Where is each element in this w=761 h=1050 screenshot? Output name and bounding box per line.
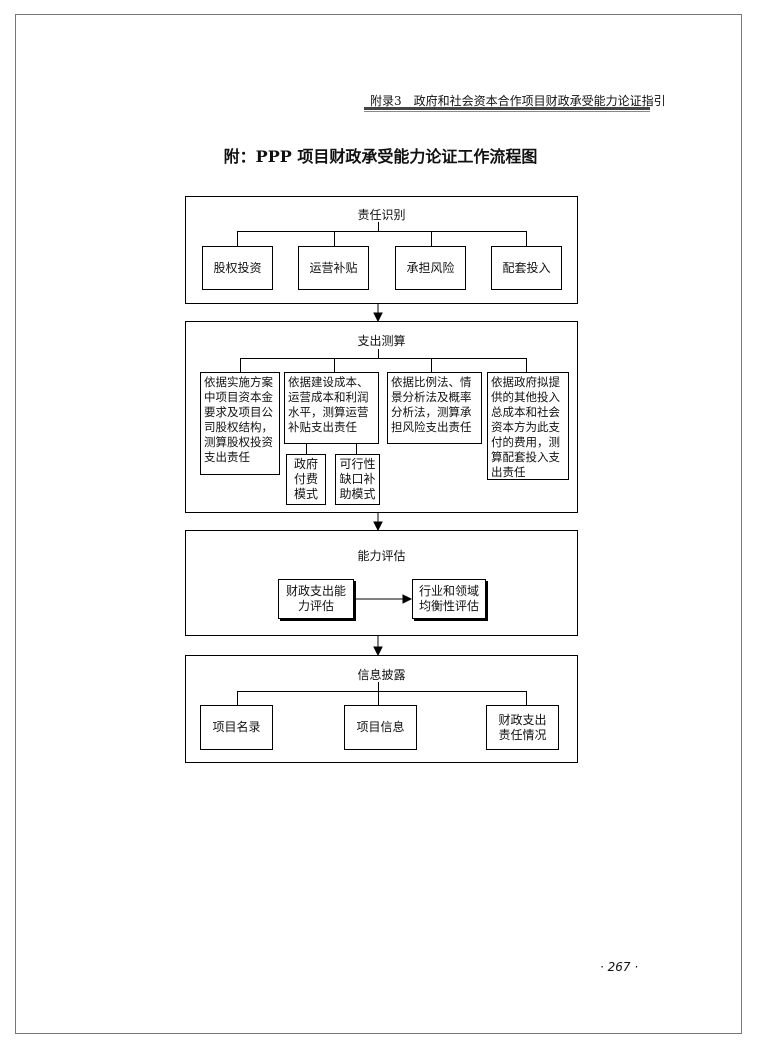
arrowhead: [373, 312, 383, 323]
measure-box-risk: 依据比例法、情景分析法及概率分析法，测算承担风险支出责任: [387, 372, 482, 444]
page-number: · 267 ·: [600, 960, 639, 974]
sub-box-government-pay: 政府付费模式: [286, 454, 326, 505]
eval-box-fiscal-capacity: 财政支出能力评估: [278, 579, 354, 619]
connector: [378, 349, 379, 358]
connector: [378, 222, 379, 231]
disclosure-box-project-info: 项目信息: [344, 705, 417, 750]
connector: [356, 444, 357, 454]
sub-box-viability-gap: 可行性缺口补助模式: [335, 454, 380, 505]
connector: [237, 691, 238, 705]
flow-box-equity: 股权投资: [202, 246, 273, 290]
connector: [237, 231, 238, 246]
section-title-measurement: 支出测算: [357, 334, 406, 348]
connector: [378, 682, 379, 691]
section-title-disclosure: 信息披露: [357, 668, 406, 682]
section-title-identification: 责任识别: [357, 208, 406, 222]
flow-box-supporting: 配套投入: [491, 246, 562, 290]
measure-box-supporting: 依据政府拟提供的其他投入总成本和社会资本方为此支付的费用，测算配套投入支出责任: [487, 372, 569, 480]
connector: [334, 231, 335, 246]
connector: [334, 358, 335, 372]
connector: [431, 358, 432, 372]
measure-box-equity: 依据实施方案中项目资本金要求及项目公司股权结构，测算股权投资支出责任: [200, 372, 280, 475]
flow-box-subsidy: 运营补贴: [298, 246, 369, 290]
connector: [526, 231, 527, 246]
section-title-evaluation: 能力评估: [357, 549, 406, 563]
header-rule: [364, 107, 650, 110]
connector: [306, 444, 307, 454]
document-title: 附：PPP 项目财政承受能力论证工作流程图: [223, 147, 538, 166]
running-header: 附录3 政府和社会资本合作项目财政承受能力论证指引: [370, 94, 666, 108]
measure-box-subsidy: 依据建设成本、运营成本和利润水平，测算运营补贴支出责任: [284, 372, 379, 444]
header-rule-thin: [364, 111, 650, 112]
page-frame: [15, 14, 742, 1034]
arrowhead: [373, 646, 383, 657]
connector: [431, 231, 432, 246]
connector: [526, 358, 527, 372]
flow-box-risk: 承担风险: [395, 246, 466, 290]
disclosure-box-fiscal-liability: 财政支出责任情况: [486, 705, 559, 750]
connector: [240, 358, 241, 372]
section-disclosure: 信息披露 项目名录 项目信息 财政支出责任情况: [185, 655, 578, 763]
section-evaluation: 能力评估 财政支出能力评估 行业和领域均衡性评估: [185, 530, 578, 636]
disclosure-box-project-list: 项目名录: [200, 705, 273, 750]
connector: [237, 231, 527, 232]
arrowhead: [373, 521, 383, 532]
connector: [237, 691, 527, 692]
arrowhead: [402, 594, 413, 604]
connector: [378, 691, 379, 705]
connector: [240, 358, 527, 359]
eval-box-balance: 行业和领域均衡性评估: [412, 579, 486, 619]
section-measurement: 支出测算 依据实施方案中项目资本金要求及项目公司股权结构，测算股权投资支出责任 …: [185, 321, 578, 513]
connector: [526, 691, 527, 705]
section-identification: 责任识别 股权投资 运营补贴 承担风险 配套投入: [185, 196, 578, 304]
